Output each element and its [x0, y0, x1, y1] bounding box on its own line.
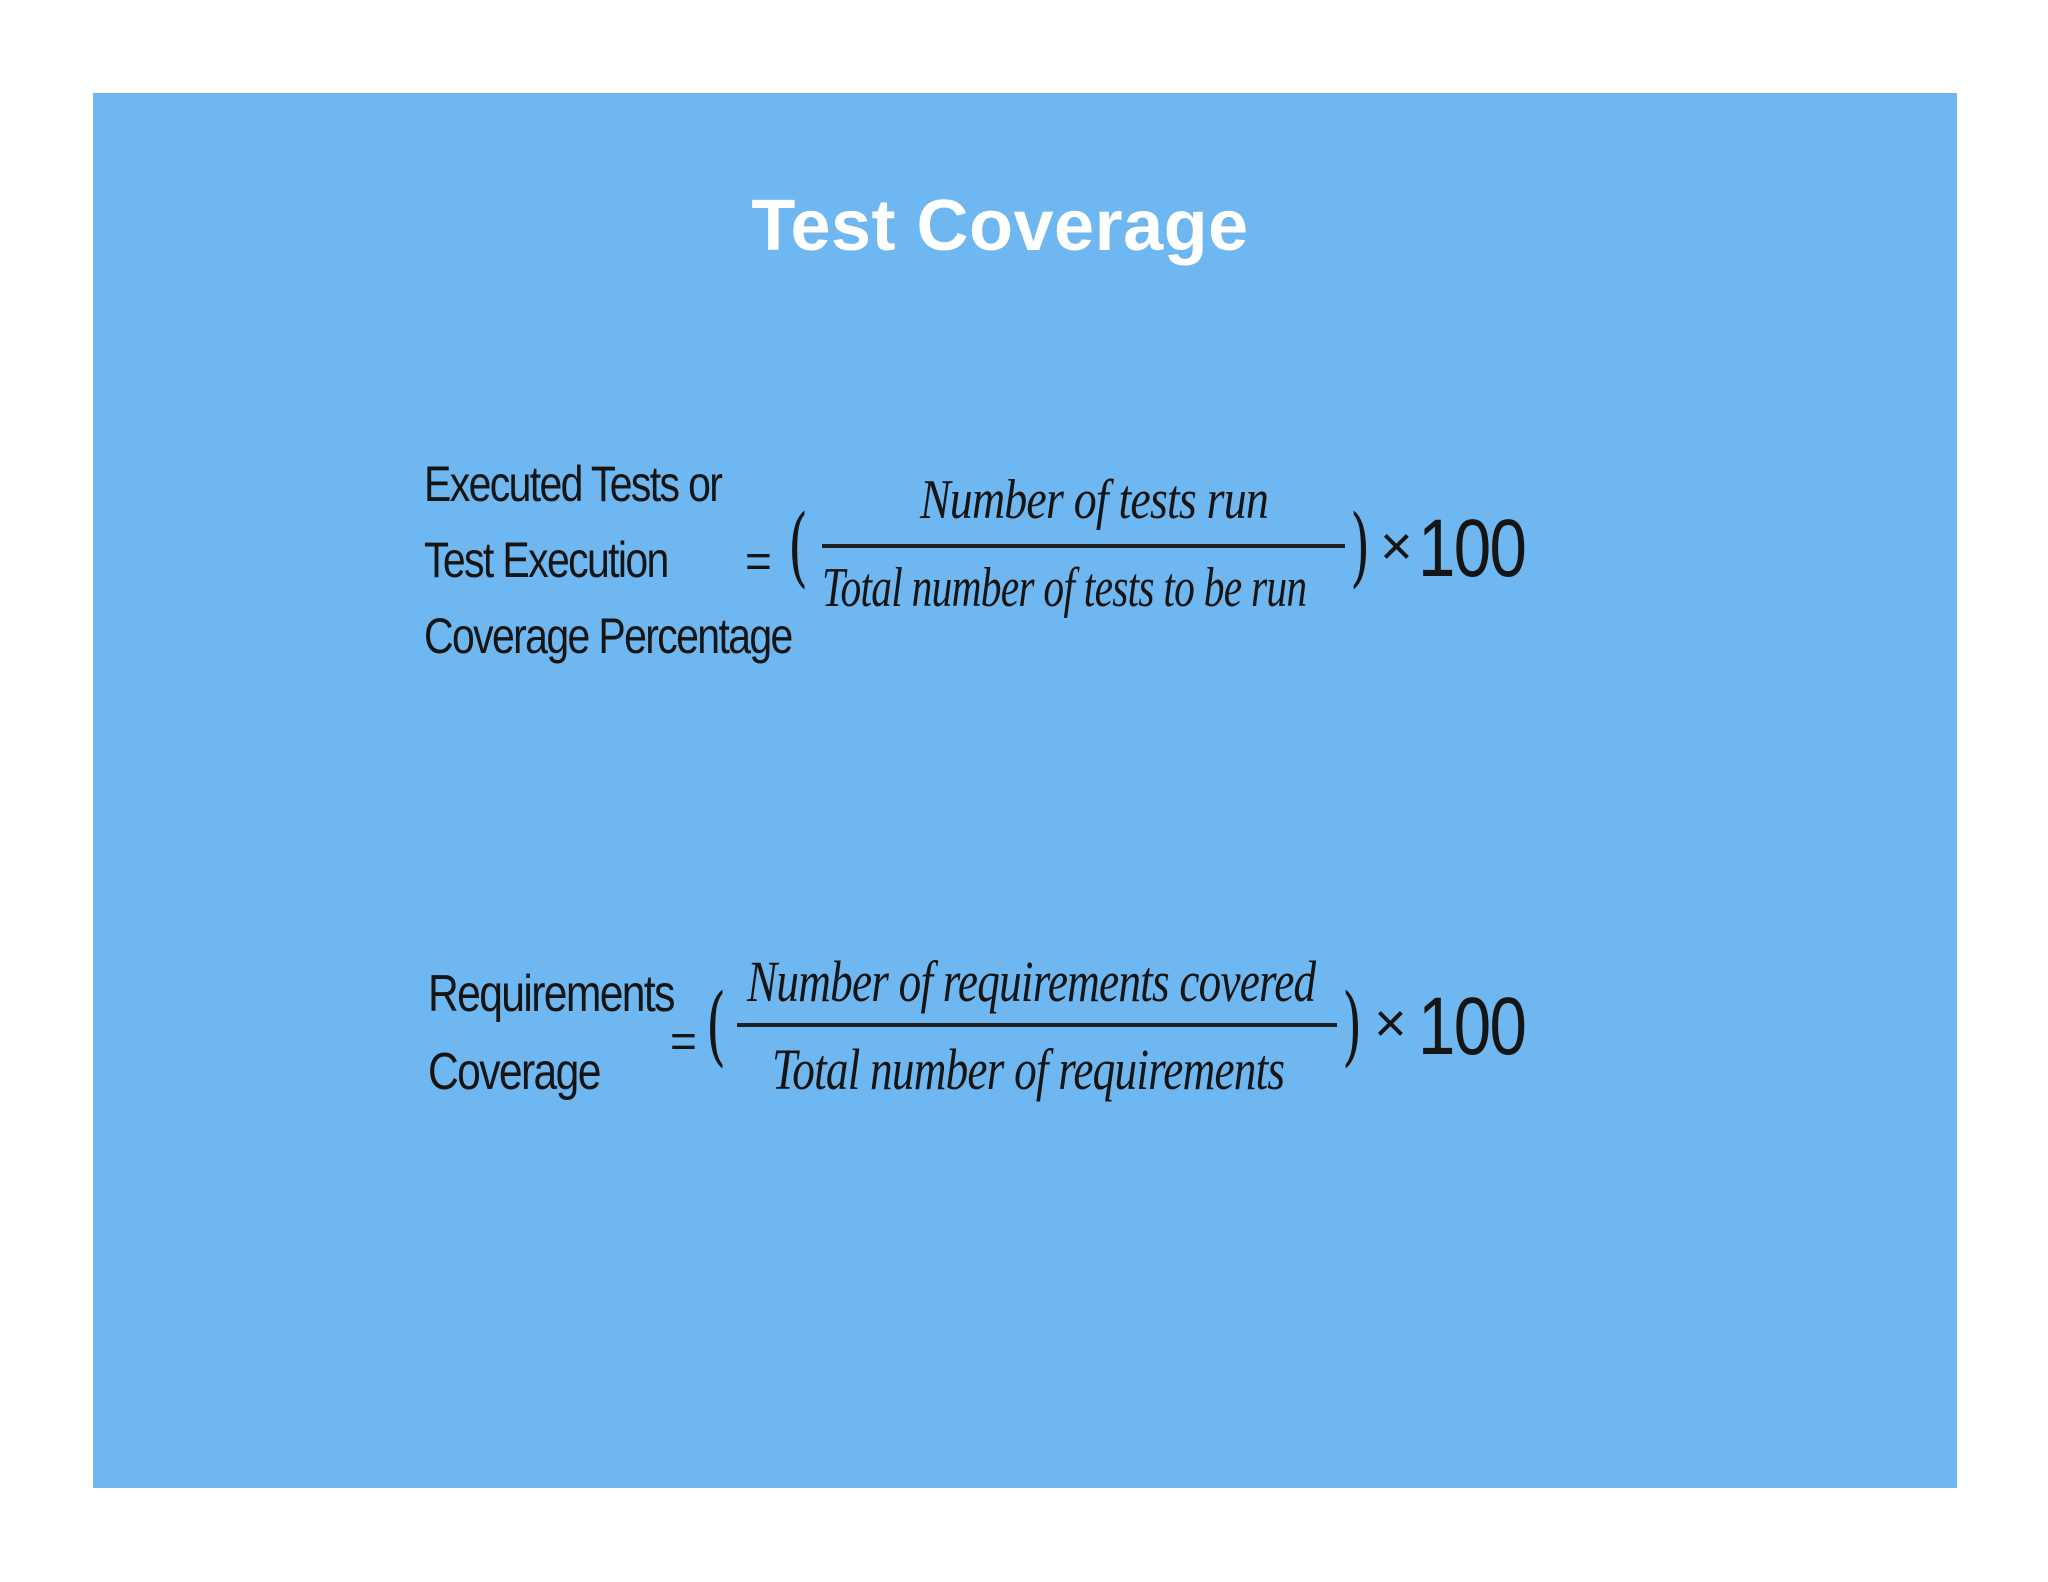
fraction-bar: [737, 1023, 1337, 1027]
times-sign: ×: [1380, 514, 1413, 577]
open-parenthesis: (: [706, 976, 727, 1076]
multiplier-value: 100: [1418, 503, 1527, 594]
fraction-denominator: Total number of tests to be run: [822, 557, 1307, 619]
fraction-numerator: Number of tests run: [920, 469, 1269, 531]
formula-label-line: Executed Tests or: [424, 456, 723, 512]
formula-label-line: Requirements: [428, 965, 675, 1023]
equals-sign: =: [745, 535, 772, 587]
fraction-denominator: Total number of requirements: [772, 1037, 1285, 1102]
open-parenthesis: (: [788, 497, 809, 597]
formula-label: Requirements Coverage: [428, 955, 675, 1111]
formula-label-line: Coverage: [428, 1043, 601, 1101]
slide-title: Test Coverage: [751, 186, 1249, 266]
times-sign: ×: [1374, 991, 1407, 1054]
multiplier-value: 100: [1418, 981, 1527, 1072]
formula-label-line: Coverage Percentage: [424, 608, 793, 664]
close-parenthesis: ): [1342, 976, 1363, 1076]
fraction-numerator: Number of requirements covered: [747, 949, 1316, 1014]
fraction-bar: [822, 544, 1345, 548]
slide-background: [93, 93, 1957, 1488]
equals-sign: =: [670, 1015, 697, 1067]
formula-label-line: Test Execution: [424, 532, 669, 588]
close-parenthesis: ): [1350, 497, 1371, 597]
formula-label: Executed Tests or Test Execution Coverag…: [424, 446, 793, 674]
